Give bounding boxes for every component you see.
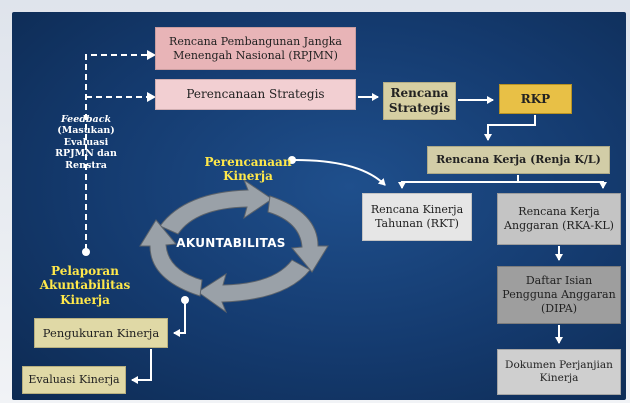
cycle-arrow-right (267, 195, 329, 273)
perkin-dot (288, 156, 296, 164)
arrowhead-perstrat (147, 92, 156, 102)
label-perencanaan-kinerja: Perencanaan Kinerja (204, 155, 292, 184)
node-renja: Rencana Kerja (Renja K/L) (427, 146, 610, 174)
arrow-renja-rkakl (518, 181, 607, 189)
node-rpjmn: Rencana Pembangunan Jangka Menengah Nasi… (155, 27, 356, 70)
akuntabilitas-cycle (139, 178, 329, 314)
arrow-perkin-rkt (294, 159, 386, 186)
feedback-start-dot (82, 248, 90, 256)
label-akuntabilitas: AKUNTABILITAS (176, 236, 286, 250)
node-rka-kl: Rencana Kerja Anggaran (RKA-KL) (497, 193, 621, 245)
node-rkp: RKP (499, 84, 572, 114)
node-pengukuran-kinerja: Pengukuran Kinerja (34, 318, 168, 348)
arrow-cycle-pengukuran (173, 300, 186, 337)
arrow-rkp-renja (484, 115, 536, 141)
node-perencanaan-strategis: Perencanaan Strategis (155, 79, 356, 110)
node-rencana-strategis: Rencana Strategis (383, 82, 456, 120)
arrow-renja-rkt (398, 175, 519, 189)
arrow-pengukuran-evaluasi (131, 349, 152, 384)
node-evaluasi-kinerja: Evaluasi Kinerja (22, 366, 126, 394)
label-feedback-italic: Feedback (60, 114, 112, 125)
cycle-arrow-bottom (197, 259, 311, 314)
node-dokumen-perjanjian: Dokumen Perjanjian Kinerja (497, 349, 621, 395)
label-pelaporan-akuntabilitas: Pelaporan Akuntabilitas Kinerja (39, 264, 131, 307)
node-rkt: Rencana Kinerja Tahunan (RKT) (362, 193, 472, 241)
arrowhead-rpjmn (147, 50, 156, 60)
cycle-arrow-left (139, 219, 203, 297)
label-feedback-detail: (Masukan) Evaluasi RPJMN dan Renstra (55, 125, 117, 171)
label-feedback: Feedback(Masukan) Evaluasi RPJMN dan Ren… (50, 114, 122, 171)
feedback-dashed-connector (85, 54, 150, 250)
node-dipa: Daftar Isian Pengguna Anggaran (DIPA) (497, 266, 621, 324)
cycle-arrow-top (159, 178, 273, 235)
